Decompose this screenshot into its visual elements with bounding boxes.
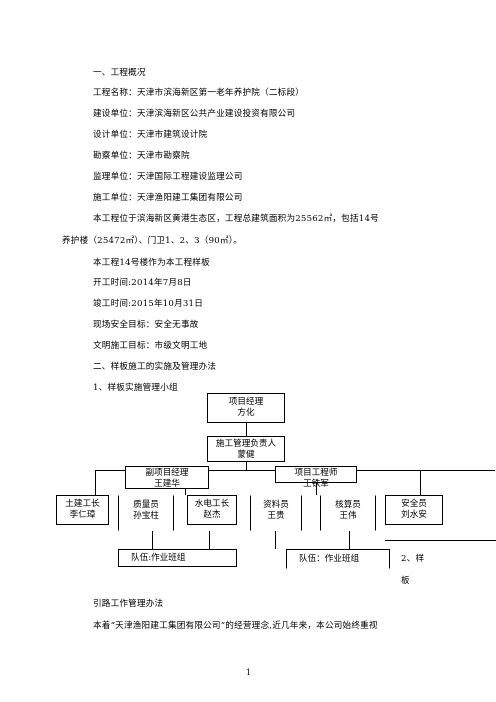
item2-wrap: 板 (401, 576, 410, 586)
connector-team1-up-2 (209, 531, 210, 549)
section-heading-overview: 一、工程概况 (93, 68, 146, 78)
org-box-team-2: 队伍：作业班组 (286, 549, 390, 569)
page-number: 1 (246, 668, 252, 677)
safety-goal: 现场安全目标：安全无事故 (93, 320, 199, 330)
sample-building: 本工程14号楼作为本工程样板 (93, 258, 210, 268)
supervisor-unit: 监理单位：天津国际工程建设监理公司 (93, 172, 243, 182)
org-person: 王伟 (339, 511, 357, 521)
builder-unit: 建设单位：天津滨海新区公共产业建设投资有限公司 (93, 109, 296, 119)
org-title: 土建工长 (65, 499, 100, 509)
team-label: 队伍:作业班组 (131, 553, 186, 563)
org-box-project-manager: 项目经理 方化 (207, 393, 285, 423)
subheading-group: 1、样板实施管理小组 (93, 383, 178, 393)
org-box-cost: 核算员 王伟 (320, 495, 376, 531)
connector-mgr-down (246, 462, 247, 470)
connector-right-branch (385, 540, 496, 541)
org-person: 方化 (237, 408, 255, 418)
org-box-quality: 质量员 孙宝柱 (118, 495, 174, 531)
body-paragraph: 本着“天津渔阳建工集团有限公司”的经营理念,近几年来，本公司始终重视 (93, 621, 378, 631)
org-box-civil-lead: 土建工长 李仁璋 (56, 495, 109, 525)
connector-team1-up (152, 531, 153, 549)
org-person: 王铁军 (303, 479, 329, 489)
org-title: 安全员 (401, 499, 427, 509)
org-person: 孙宝柱 (133, 511, 159, 521)
connector-pm-mgr (246, 423, 247, 436)
org-box-team-1: 队伍:作业班组 (118, 549, 237, 567)
connector-team2-up (275, 531, 276, 549)
constructor-unit: 施工单位：天津渔阳建工集团有限公司 (93, 193, 243, 203)
org-person: 赵杰 (203, 510, 221, 520)
org-box-project-engineer: 项目工程师 王铁军 (275, 466, 357, 489)
connector-team2-up-2 (349, 531, 350, 549)
org-title: 施工管理负责人 (215, 439, 277, 449)
connector-right-drop (420, 470, 421, 495)
connector-deputy-down (185, 489, 186, 495)
civil-goal: 文明施工目标：市级文明工地 (93, 341, 208, 351)
org-title: 水电工长 (194, 499, 230, 509)
org-title: 资料员 (263, 500, 289, 510)
org-title: 质量员 (133, 500, 159, 510)
team-label: 队伍：作业班组 (299, 554, 360, 564)
org-person: 蒙健 (237, 450, 255, 460)
start-date: 开工时间:2014年7月8日 (93, 278, 192, 288)
org-title: 项目工程师 (294, 468, 338, 478)
org-box-documents: 资料员 王贵 (250, 495, 302, 531)
connector-left-drop (95, 470, 96, 495)
org-title: 核算员 (335, 500, 361, 510)
org-box-safety: 安全员 刘水安 (385, 495, 443, 525)
section-heading-sample: 二、样板施工的实施及管理办法 (93, 362, 217, 372)
item2-number: 2、样 (401, 554, 425, 564)
item2-title: 引路工作管理办法 (93, 599, 164, 609)
org-box-construction-manager: 施工管理负责人 蒙健 (207, 436, 285, 462)
surveyor-unit: 勘察单位：天津市勘察院 (93, 151, 190, 161)
project-name: 工程名称：天津市滨海新区第一老年养护院（二标段） (93, 88, 305, 98)
location-line-2: 养护楼（25472㎡）、门卫1、2、3（90㎡）。 (62, 236, 242, 246)
org-box-deputy-manager: 副项目经理 王建华 (125, 466, 209, 489)
org-box-mep-lead: 水电工长 赵杰 (187, 495, 237, 525)
org-person: 王建华 (154, 479, 180, 489)
org-title: 副项目经理 (145, 468, 189, 478)
org-title: 项目经理 (228, 397, 264, 407)
org-person: 王贵 (267, 511, 285, 521)
connector-engineer-down (316, 483, 317, 495)
end-date: 竣工时间:2015年10月31日 (93, 299, 203, 309)
designer-unit: 设计单位：天津市建筑设计院 (93, 130, 208, 140)
location-line-1: 本工程位于滨海新区黄港生态区，工程总建筑面积为25562㎡，包括14号 (93, 214, 379, 224)
org-person: 刘水安 (401, 510, 427, 520)
org-person: 李仁璋 (69, 510, 96, 520)
